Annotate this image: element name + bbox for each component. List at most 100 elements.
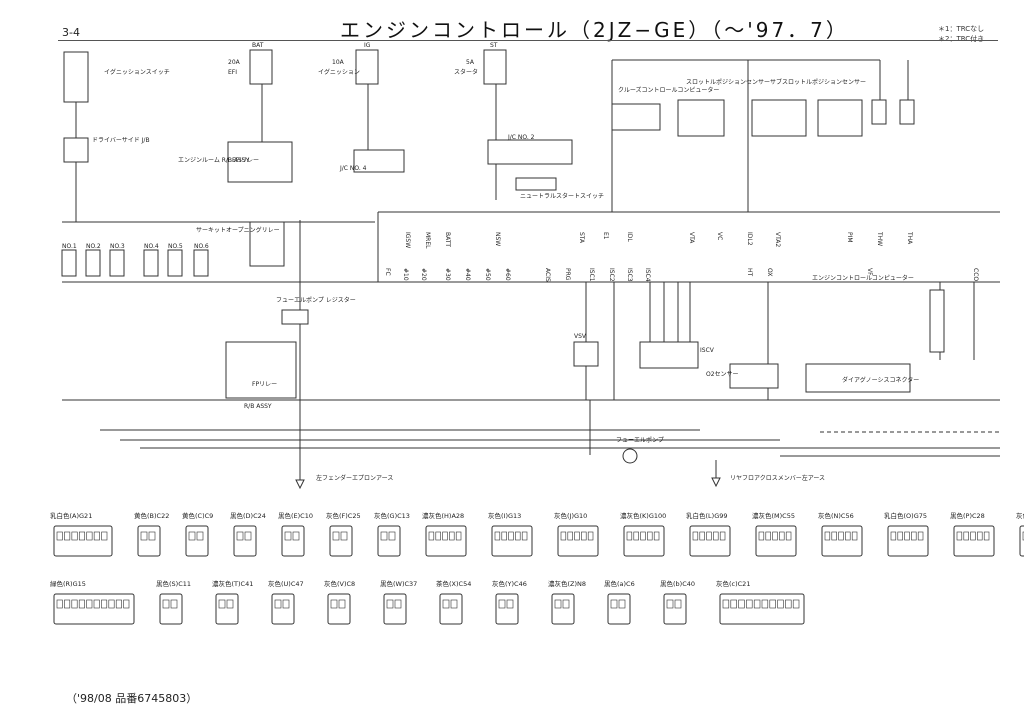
connector-pin [101, 531, 108, 541]
engine-computer-label: エンジンコントロールコンピューター [812, 274, 914, 282]
fuse-sta-name: スタータ [454, 68, 478, 76]
fuel-pump-label: フューエルポンプ [616, 436, 664, 444]
connector-shape [159, 593, 183, 625]
connector-pin [730, 599, 737, 609]
connector-label: 灰色(Q)C17 [1016, 511, 1024, 520]
neutral-start-switch-box [515, 177, 557, 191]
connector-pin [515, 531, 521, 541]
fuse-efi-box [249, 49, 273, 85]
ground-right-symbol [711, 477, 721, 488]
ecu-pin-label: BATT [444, 232, 451, 247]
throttle-sensor-box [677, 99, 725, 137]
tha-sensor-box [899, 99, 915, 125]
ground-left-label: 左フェンダーエプロンアース [316, 474, 393, 482]
map-sensor-box [817, 99, 863, 137]
connector-label: 黒色(P)C28 [950, 511, 985, 520]
connector-pin [581, 531, 587, 541]
connector-pin [761, 599, 769, 609]
injectors: NO.1 NO.2 NO.3 NO.4 NO.5 NO.6 [61, 243, 209, 277]
connector-pin [340, 531, 348, 541]
ecu-pin-label: E1 [602, 232, 609, 240]
connector-label: 黒色(D)C24 [230, 511, 266, 520]
injector-label: NO.1 [62, 243, 77, 250]
connector-pin [769, 599, 776, 609]
vsv-label: VSV [574, 333, 587, 340]
ecu-pin-label: THA [906, 231, 913, 245]
iscv-label: ISCV [700, 347, 715, 354]
ecu-pin-label: #30 [444, 268, 451, 281]
ground-right-label: リヤフロアクロスメンバー左アース [730, 474, 825, 482]
connector-pin [56, 531, 63, 541]
fuel-pump-resistor-label: フューエルポンプ レジスター [276, 296, 356, 304]
connector-shape [887, 525, 929, 557]
connector-pin [851, 531, 858, 541]
relays: EFIリレー エンジンルーム R/B ASSY サーキットオープニングリレー F… [178, 141, 356, 410]
connector-pin [501, 531, 507, 541]
connector-pin [435, 531, 441, 541]
ecu-pin-label: #10 [402, 268, 409, 281]
driver-side-jb-box [63, 137, 89, 163]
connector-pin [831, 531, 837, 541]
connector-pin [332, 531, 340, 541]
sub-throttle-sensor-box [751, 99, 807, 137]
cruise-computer-box [611, 103, 661, 131]
connector-label: 黒色(b)C40 [660, 579, 695, 588]
injector-label: NO.3 [110, 243, 125, 250]
connector-shape [137, 525, 161, 557]
ground-left-symbol [295, 479, 305, 490]
efi-relay-box [227, 141, 293, 183]
connector-label: 黄色(B)C22 [134, 511, 169, 520]
connector-shape [439, 593, 463, 625]
connector-shape [821, 525, 863, 557]
connector-label: 乳白色(O)G75 [884, 511, 927, 520]
connector-shape [281, 525, 305, 557]
ecu-pin-label: VTA [688, 232, 695, 244]
connector-pin [713, 531, 719, 541]
connector-pin [765, 531, 771, 541]
ecu-pin-label: ISC4 [644, 268, 651, 282]
connector-pin [428, 531, 435, 541]
connector-pin [633, 531, 639, 541]
connector-label: 灰色(J)G10 [554, 511, 587, 520]
vertical-wires [75, 52, 975, 470]
connector-shape [491, 525, 533, 557]
ecu-pin-label: IGSW [404, 232, 411, 248]
injector-label: NO.5 [168, 243, 183, 250]
connector-shape [383, 593, 407, 625]
connector-shape [663, 593, 687, 625]
connector-pin [71, 531, 78, 541]
connector-pin [610, 599, 618, 609]
connector-label: 乳白色(A)G21 [50, 511, 92, 520]
connector-pin [64, 599, 71, 609]
connector-shape [185, 525, 209, 557]
connector-shape [551, 593, 575, 625]
connector-pin [78, 599, 85, 609]
fuel-pump-motor [622, 448, 638, 464]
ecu-pin-label: ISC2 [608, 268, 615, 282]
connector-label: 黒色(S)C11 [156, 579, 191, 588]
bus-wires [62, 211, 1000, 480]
connector-label: 濃灰色(Z)N8 [548, 579, 586, 588]
rb-assy-label: R/B ASSY [244, 403, 272, 410]
connector-pin [244, 531, 252, 541]
connector-label: 灰色(c)C21 [716, 579, 750, 588]
engine-room-rb-label: エンジンルーム R/B ASSY [178, 157, 250, 164]
injector-label: NO.4 [144, 243, 159, 250]
iscv-box [639, 341, 699, 369]
connector-pin [442, 531, 448, 541]
connector-shape [53, 593, 135, 625]
connector-pin [562, 599, 570, 609]
connector-shape [607, 593, 631, 625]
connector-pin [86, 599, 93, 609]
fuse-efi-name: EFI [228, 69, 237, 76]
o2-sensor-label: O2センサー [706, 371, 739, 378]
ecu-pin-label: ISC1 [588, 268, 595, 282]
ecu-pin-label: NSW [494, 232, 501, 246]
connector-pin [188, 531, 196, 541]
connector-shape [623, 525, 665, 557]
connector-pin [640, 531, 646, 541]
legend-item: ＊2：TRC付き [938, 35, 985, 43]
ecu-pin-label: FC [384, 268, 391, 276]
ecu-pin-label: CCO [972, 268, 979, 281]
